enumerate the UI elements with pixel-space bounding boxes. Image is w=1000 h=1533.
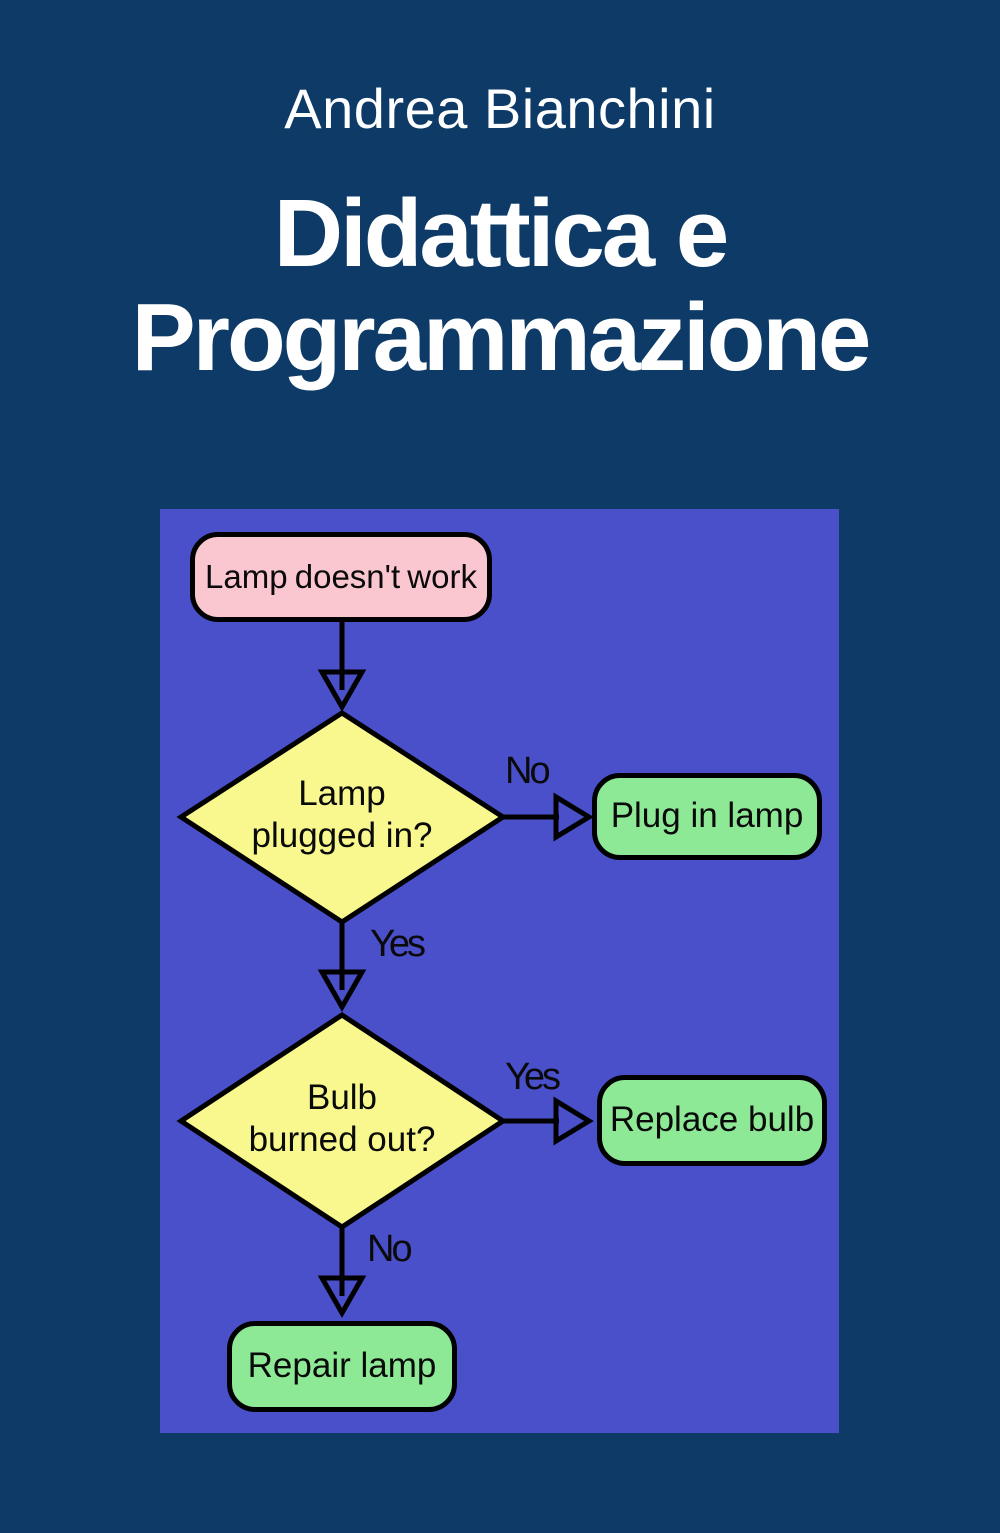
arrowhead-down-1 — [317, 669, 367, 713]
start-node: Lamp doesn't work — [190, 532, 492, 622]
action-repair-lamp: Repair lamp — [227, 1321, 457, 1412]
arrowhead-right-2 — [553, 1096, 594, 1146]
arrowhead-right-1 — [553, 792, 594, 842]
decision1-label-line2: plugged in? — [251, 816, 433, 855]
edge-label-yes-1: Yes — [370, 923, 426, 965]
author-name: Andrea Bianchini — [284, 77, 716, 140]
arrowhead-down-2 — [317, 969, 367, 1013]
decision1-label-line1: Lamp — [298, 774, 386, 813]
decision1-label: Lamp plugged in? — [212, 773, 472, 857]
flowchart-connectors — [176, 620, 594, 1319]
action-replace-bulb: Replace bulb — [597, 1075, 827, 1166]
edge-label-no-2: No — [367, 1228, 413, 1270]
arrowhead-down-3 — [317, 1275, 367, 1319]
book-title: Didattica e Programmazione — [0, 182, 1000, 389]
title-line-1: Didattica e — [273, 180, 729, 287]
action-plug-in-lamp: Plug in lamp — [592, 773, 822, 860]
title-line-2: Programmazione — [131, 283, 872, 391]
decision2-label-line2: burned out? — [248, 1120, 436, 1159]
flowchart-panel: Lamp doesn't work Lamp plugged in? Plug … — [160, 509, 839, 1433]
decision2-label-line1: Bulb — [306, 1078, 378, 1117]
edge-label-yes-2: Yes — [505, 1056, 561, 1098]
edge-label-no-1: No — [505, 750, 551, 792]
decision2-label: Bulb burned out? — [212, 1077, 472, 1161]
